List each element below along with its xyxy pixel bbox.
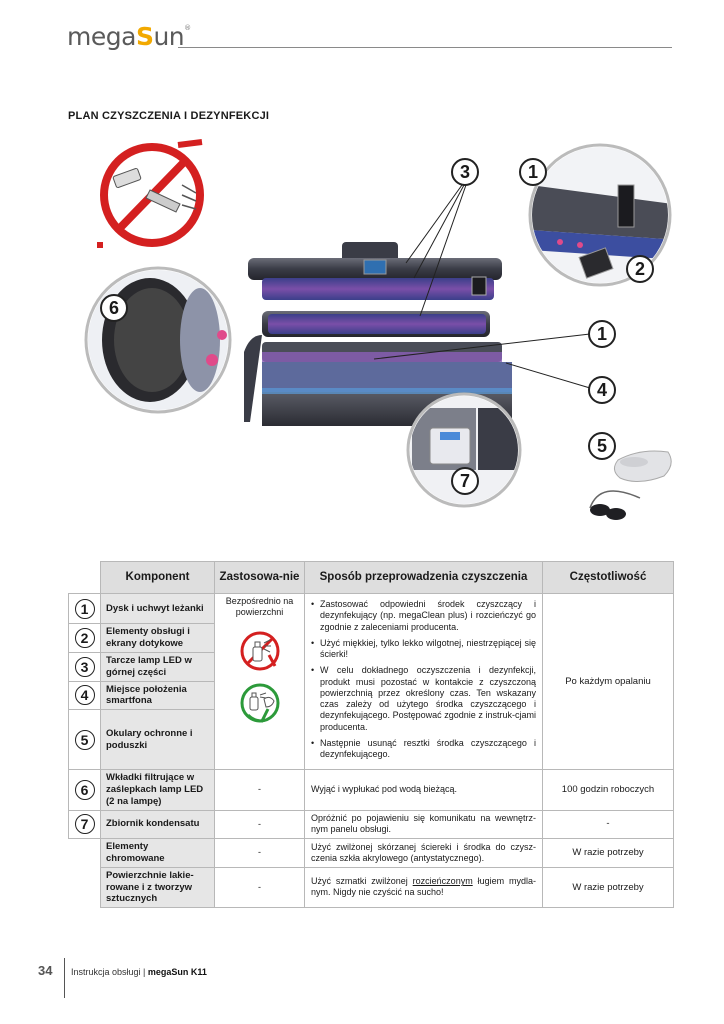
table-row: 3 Tarcze lamp LED w górnej części bbox=[68, 651, 674, 682]
row-number bbox=[69, 867, 101, 908]
callout-5: 5 bbox=[588, 432, 616, 460]
callout-6: 6 bbox=[100, 294, 128, 322]
list-item: Zastosować odpowiedni środek czyszczący … bbox=[311, 599, 536, 633]
table-row: 2 Elementy obsługi i ekrany dotykowe bbox=[68, 623, 674, 653]
application-group: Bezpośrednio na powierzchni bbox=[214, 592, 305, 771]
frequency-value: W razie potrzeby bbox=[542, 837, 674, 868]
component-name: Okulary ochronne i poduszki bbox=[100, 709, 215, 771]
cleaning-steps-list: Zastosować odpowiedni środek czyszczący … bbox=[311, 599, 536, 760]
row-number: 6 bbox=[68, 769, 101, 811]
application-value: - bbox=[214, 769, 305, 811]
footer-caption: Instrukcja obsługi | megaSun K11 bbox=[71, 967, 207, 977]
footer-divider bbox=[64, 958, 65, 998]
component-name: Miejsce położenia smartfona bbox=[100, 680, 215, 711]
component-name: Zbiornik kondensatu bbox=[100, 809, 215, 839]
row-number bbox=[68, 837, 101, 868]
header-divider bbox=[178, 47, 672, 48]
table-header-row: Komponent Zastosowa-nie Sposób przeprowa… bbox=[68, 561, 674, 594]
header-czestotliwosc: Częstotliwość bbox=[542, 561, 674, 594]
header-zastosowanie: Zastosowa-nie bbox=[214, 561, 305, 594]
cleaning-method: Użyć zwilżonej skórzanej ściereki i środ… bbox=[304, 837, 543, 868]
filter-detail-icon bbox=[84, 266, 232, 414]
header-sposob: Sposób przeprowadzenia czyszczenia bbox=[304, 561, 543, 594]
solarium-drawing bbox=[84, 139, 672, 520]
row-number: 3 bbox=[68, 651, 101, 682]
table-row: 7 Zbiornik kondensatu - Opróżnić po poja… bbox=[68, 809, 674, 839]
table-row: 1 Dysk i uchwyt leżanki Bezpośrednio na … bbox=[68, 592, 674, 771]
callout-1-top: 1 bbox=[519, 158, 547, 186]
application-value: - bbox=[214, 809, 305, 839]
no-brush-prohibited-icon bbox=[97, 139, 204, 248]
application-text: Bezpośrednio na powierzchni bbox=[225, 596, 294, 618]
pillow-and-goggles-icon bbox=[589, 450, 672, 520]
row-number: 7 bbox=[68, 809, 101, 839]
frequency-value: 100 godzin roboczych bbox=[542, 769, 674, 811]
list-item: W celu dokładnego oczyszczenia i dezynfe… bbox=[311, 665, 536, 733]
callout-7: 7 bbox=[451, 467, 479, 495]
row-number: 4 bbox=[68, 680, 101, 711]
callout-2: 2 bbox=[626, 255, 654, 283]
control-panel-detail-icon bbox=[528, 143, 672, 287]
cleaning-method: Wyjąć i wypłukać pod wodą bieżącą. bbox=[304, 769, 543, 811]
callout-1-bed: 1 bbox=[588, 320, 616, 348]
solarium-illustration: 3 1 2 6 1 4 5 7 bbox=[0, 130, 724, 550]
spray-on-cloth-icon bbox=[240, 683, 279, 723]
frequency-group: Po każdym opalaniu bbox=[542, 592, 674, 771]
header-blank bbox=[68, 561, 101, 594]
page-number: 34 bbox=[38, 963, 53, 978]
table-row: Powierzchnie lakie-rowane i z tworzyw sz… bbox=[69, 866, 674, 909]
component-name: Elementy obsługi i ekrany dotykowe bbox=[100, 623, 215, 653]
table-row: 6 Wkładki filtrujące w zaślepkach lamp L… bbox=[68, 769, 674, 811]
cleaning-method: Użyć szmatki zwilżonej rozcieńczonym ług… bbox=[304, 866, 543, 909]
megasun-logo: megaSun® bbox=[67, 22, 191, 51]
component-name: Elementy chromowane bbox=[100, 837, 215, 868]
list-item: Użyć miękkiej, tylko lekko wilgotnej, ni… bbox=[311, 638, 536, 661]
frequency-value: W razie potrzeby bbox=[542, 866, 674, 909]
application-value: - bbox=[214, 866, 305, 909]
component-name: Tarcze lamp LED w górnej części bbox=[100, 651, 215, 682]
table-row: 5 Okulary ochronne i poduszki bbox=[68, 709, 674, 771]
cleaning-plan-table: Komponent Zastosowa-nie Sposób przeprowa… bbox=[68, 561, 674, 909]
row-number: 2 bbox=[68, 623, 101, 653]
application-value: - bbox=[214, 837, 305, 868]
component-name: Dysk i uchwyt leżanki bbox=[100, 593, 215, 624]
callout-3: 3 bbox=[451, 158, 479, 186]
cleaning-method: Opróżnić po pojawieniu się komunikatu na… bbox=[304, 809, 543, 839]
row-number: 1 bbox=[68, 593, 101, 624]
callout-4: 4 bbox=[588, 376, 616, 404]
section-title: PLAN CZYSZCZENIA I DEZYNFEKCJI bbox=[68, 110, 270, 122]
list-item: Następnie usunąć resztki środka czyszczą… bbox=[311, 738, 536, 761]
row-number: 5 bbox=[68, 709, 101, 771]
no-spray-icon bbox=[240, 631, 279, 670]
table-row: Elementy chromowane - Użyć zwilżonej skó… bbox=[68, 837, 674, 868]
frequency-value: - bbox=[542, 809, 674, 839]
cleaning-method-group: Zastosować odpowiedni środek czyszczący … bbox=[304, 592, 543, 771]
component-name: Wkładki filtrujące w zaślepkach lamp LED… bbox=[100, 769, 215, 811]
header-komponent: Komponent bbox=[100, 561, 215, 594]
component-name: Powierzchnie lakie-rowane i z tworzyw sz… bbox=[100, 866, 215, 909]
